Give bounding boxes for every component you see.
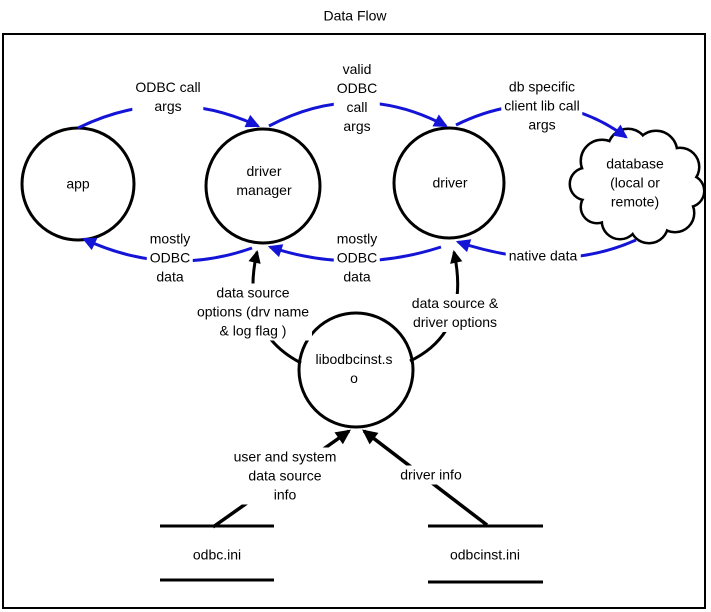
flow-label-mostly-odbc-data-middle: mostly ODBC data (333, 229, 381, 287)
diagram-border (2, 33, 706, 609)
flow-label-data-source-options: data source options (drv name & log flag… (193, 283, 313, 341)
flow-label-odbc-call-args: ODBC call args (132, 78, 204, 116)
flow-label-mostly-odbc-data-left: mostly ODBC data (146, 229, 194, 287)
libodbcinst-label: libodbcinst.s o (315, 351, 393, 386)
libodbcinst-circle (297, 311, 415, 429)
flow-label-driver-info: driver info (397, 465, 465, 485)
driver-label: driver (432, 174, 468, 191)
odbc-ini-label: odbc.ini (192, 546, 242, 563)
flow-label-user-and-system-data-source-info: user and system data source info (230, 447, 340, 505)
flow-label-native-data: native data (505, 246, 581, 266)
database-cloud (568, 127, 706, 245)
odbcinst-ini-label: odbcinst.ini (449, 546, 521, 563)
driver-circle (392, 126, 506, 240)
driver-manager-circle (204, 127, 322, 245)
flow-label-data-source-and-driver-options: data source & driver options (408, 294, 502, 332)
app-label: app (66, 175, 90, 192)
database-label: database (local or remote) (606, 155, 664, 210)
flow-label-valid-odbc-call-args: valid ODBC call args (333, 60, 381, 136)
driver-manager-label: driver manager (236, 163, 292, 198)
flow-label-db-specific-client-lib-call-args: db specific client lib call args (501, 77, 583, 135)
diagram-title: Data Flow (323, 7, 387, 24)
